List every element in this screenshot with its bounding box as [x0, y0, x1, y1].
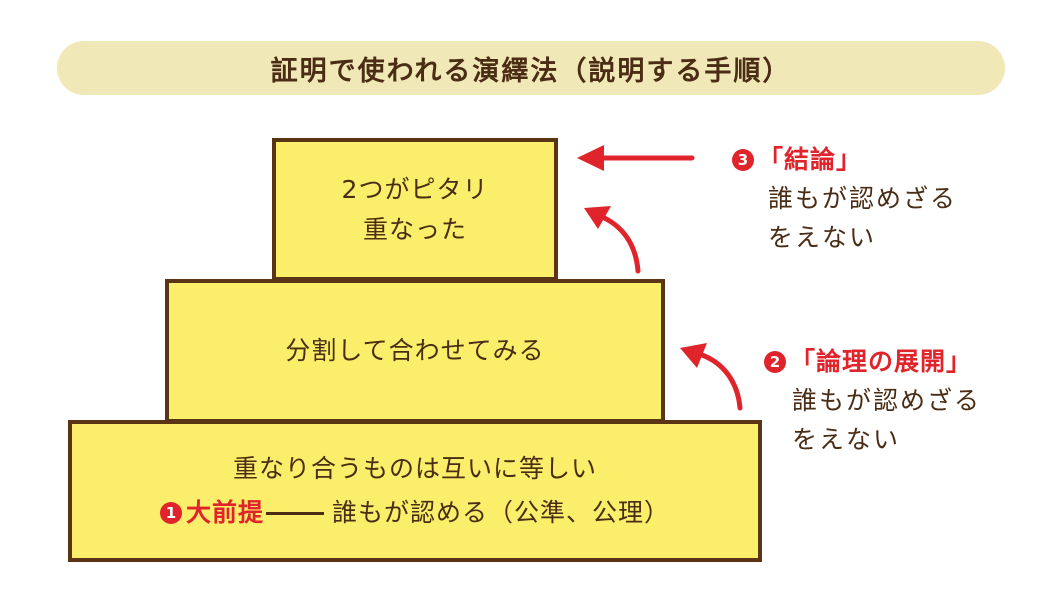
premise-row: 1 大前提 誰もが認める（公準、公理） — [159, 493, 671, 533]
pyramid-middle-tier: 分割して合わせてみる — [165, 279, 665, 423]
top-tier-line1: 2つがピタリ — [341, 174, 489, 204]
diagram-title: 証明で使われる演繹法（説明する手順） — [57, 41, 1005, 95]
development-heading: 2 「論理の展開」 — [764, 343, 981, 382]
pyramid-bottom-tier: 重なり合うものは互いに等しい 1 大前提 誰もが認める（公準、公理） — [68, 420, 762, 562]
conclusion-note: 3 「結論」 誰もが認めざる をえない — [732, 141, 957, 257]
development-line1: 誰もが認めざる — [792, 385, 982, 415]
curved-arrow-up-icon — [584, 206, 641, 274]
number-1-badge: 1 — [159, 502, 182, 524]
pyramid-top-tier: 2つがピタリ 重なった — [272, 138, 558, 281]
development-note: 2 「論理の展開」 誰もが認めざる をえない — [764, 343, 981, 459]
premise-label: 大前提 — [185, 498, 264, 527]
number-2-badge: 2 — [764, 351, 786, 374]
premise-dash — [266, 511, 324, 515]
top-tier-line2: 重なった — [362, 214, 467, 244]
development-label: 「論理の展開」 — [790, 347, 973, 376]
conclusion-line1: 誰もが認めざる — [768, 183, 958, 213]
middle-tier-text: 分割して合わせてみる — [285, 336, 545, 365]
conclusion-heading: 3 「結論」 — [732, 141, 957, 180]
arrow-left-icon — [577, 145, 695, 171]
conclusion-label: 「結論」 — [758, 145, 863, 174]
development-line2: をえない — [792, 424, 901, 454]
curved-arrow-up-icon — [680, 343, 743, 411]
premise-text: 誰もが認める（公準、公理） — [332, 498, 671, 527]
bottom-tier-line1: 重なり合うものは互いに等しい — [232, 454, 597, 483]
conclusion-line2: をえない — [768, 222, 877, 252]
number-3-badge: 3 — [732, 149, 754, 172]
